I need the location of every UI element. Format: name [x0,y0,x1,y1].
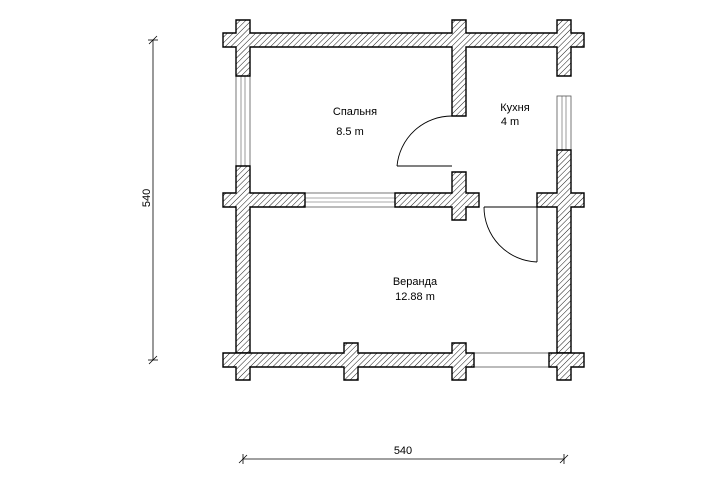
room-veranda-area: 12.88 m [395,291,435,303]
door-bedroom-swing [396,115,453,167]
door-veranda-swing [483,206,538,263]
wall-bottom [222,342,475,381]
dimension-width-label: 540 [394,445,412,457]
wall-center-junction [394,171,480,221]
room-labels: Спальня 8.5 m Кухня 4 m Веранда 12.88 m [333,102,530,303]
room-kitchen-area: 4 m [501,116,519,128]
veranda-opening [473,352,550,368]
wall-right-lower [536,149,585,354]
dimension-vertical: 540 [141,35,158,365]
room-bedroom-area: 8.5 m [336,126,364,138]
doors [396,115,538,263]
room-bedroom-name: Спальня [333,106,377,118]
windows [235,75,572,368]
dimension-horizontal: 540 [238,445,569,464]
dimension-height-label: 540 [141,189,153,207]
room-kitchen-name: Кухня [500,102,529,114]
walls [222,19,585,381]
window-kitchen-right [556,95,572,151]
wall-left-middle [222,165,306,354]
wall-top [222,19,585,117]
wall-bottom-right-corner [548,352,585,381]
room-veranda-name: Веранда [393,276,438,288]
window-bedroom-left [235,75,251,167]
window-partition [304,192,396,208]
